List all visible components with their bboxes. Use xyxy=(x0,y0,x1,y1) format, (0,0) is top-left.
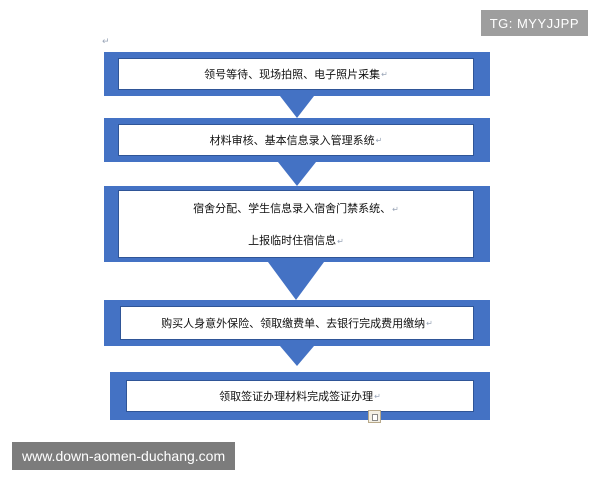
step-4-text: 购买人身意外保险、领取缴费单、去银行完成费用缴纳 xyxy=(161,317,426,330)
step-4-box: 购买人身意外保险、领取缴费单、去银行完成费用缴纳↵ xyxy=(104,300,490,346)
step-2-box: 材料审核、基本信息录入管理系统↵ xyxy=(104,118,490,162)
arrow-4-icon xyxy=(280,346,314,366)
return-mark: ↵ xyxy=(337,237,344,246)
arrow-2-icon xyxy=(278,162,316,186)
step-4-inner: 购买人身意外保险、领取缴费单、去银行完成费用缴纳↵ xyxy=(120,306,474,340)
arrow-1-icon xyxy=(280,96,314,118)
paste-options-icon[interactable] xyxy=(368,410,381,423)
step-3-text-1: 宿舍分配、学生信息录入宿舍门禁系统、 xyxy=(193,202,392,215)
step-1-text: 领号等待、现场拍照、电子照片采集 xyxy=(204,68,381,81)
return-mark: ↵ xyxy=(375,135,383,145)
step-1-inner: 领号等待、现场拍照、电子照片采集↵ xyxy=(118,58,474,90)
step-5-inner: 领取签证办理材料完成签证办理↵ xyxy=(126,380,474,412)
step-3-text-2: 上报临时住宿信息 xyxy=(248,234,337,247)
paragraph-mark: ↵ xyxy=(102,37,110,47)
step-5-box: 领取签证办理材料完成签证办理↵ xyxy=(110,372,490,420)
step-1-box: 领号等待、现场拍照、电子照片采集↵ xyxy=(104,52,490,96)
step-2-text: 材料审核、基本信息录入管理系统 xyxy=(209,134,375,147)
arrow-3-icon xyxy=(268,262,324,300)
step-5-text: 领取签证办理材料完成签证办理 xyxy=(219,390,374,403)
return-mark: ↵ xyxy=(381,69,388,79)
watermark-top: TG: MYYJJPP xyxy=(480,10,588,36)
step-3-line-1: 宿舍分配、学生信息录入宿舍门禁系统、↵ xyxy=(193,200,399,216)
step-3-inner: 宿舍分配、学生信息录入宿舍门禁系统、↵ 上报临时住宿信息↵ xyxy=(118,190,474,258)
return-mark: ↵ xyxy=(426,318,433,328)
step-3-box: 宿舍分配、学生信息录入宿舍门禁系统、↵ 上报临时住宿信息↵ xyxy=(104,186,490,262)
watermark-bottom: www.down-aomen-duchang.com xyxy=(12,442,236,470)
step-3-line-2: 上报临时住宿信息↵ xyxy=(248,232,344,248)
return-mark: ↵ xyxy=(392,205,399,214)
return-mark: ↵ xyxy=(374,391,381,401)
step-2-inner: 材料审核、基本信息录入管理系统↵ xyxy=(118,124,474,156)
